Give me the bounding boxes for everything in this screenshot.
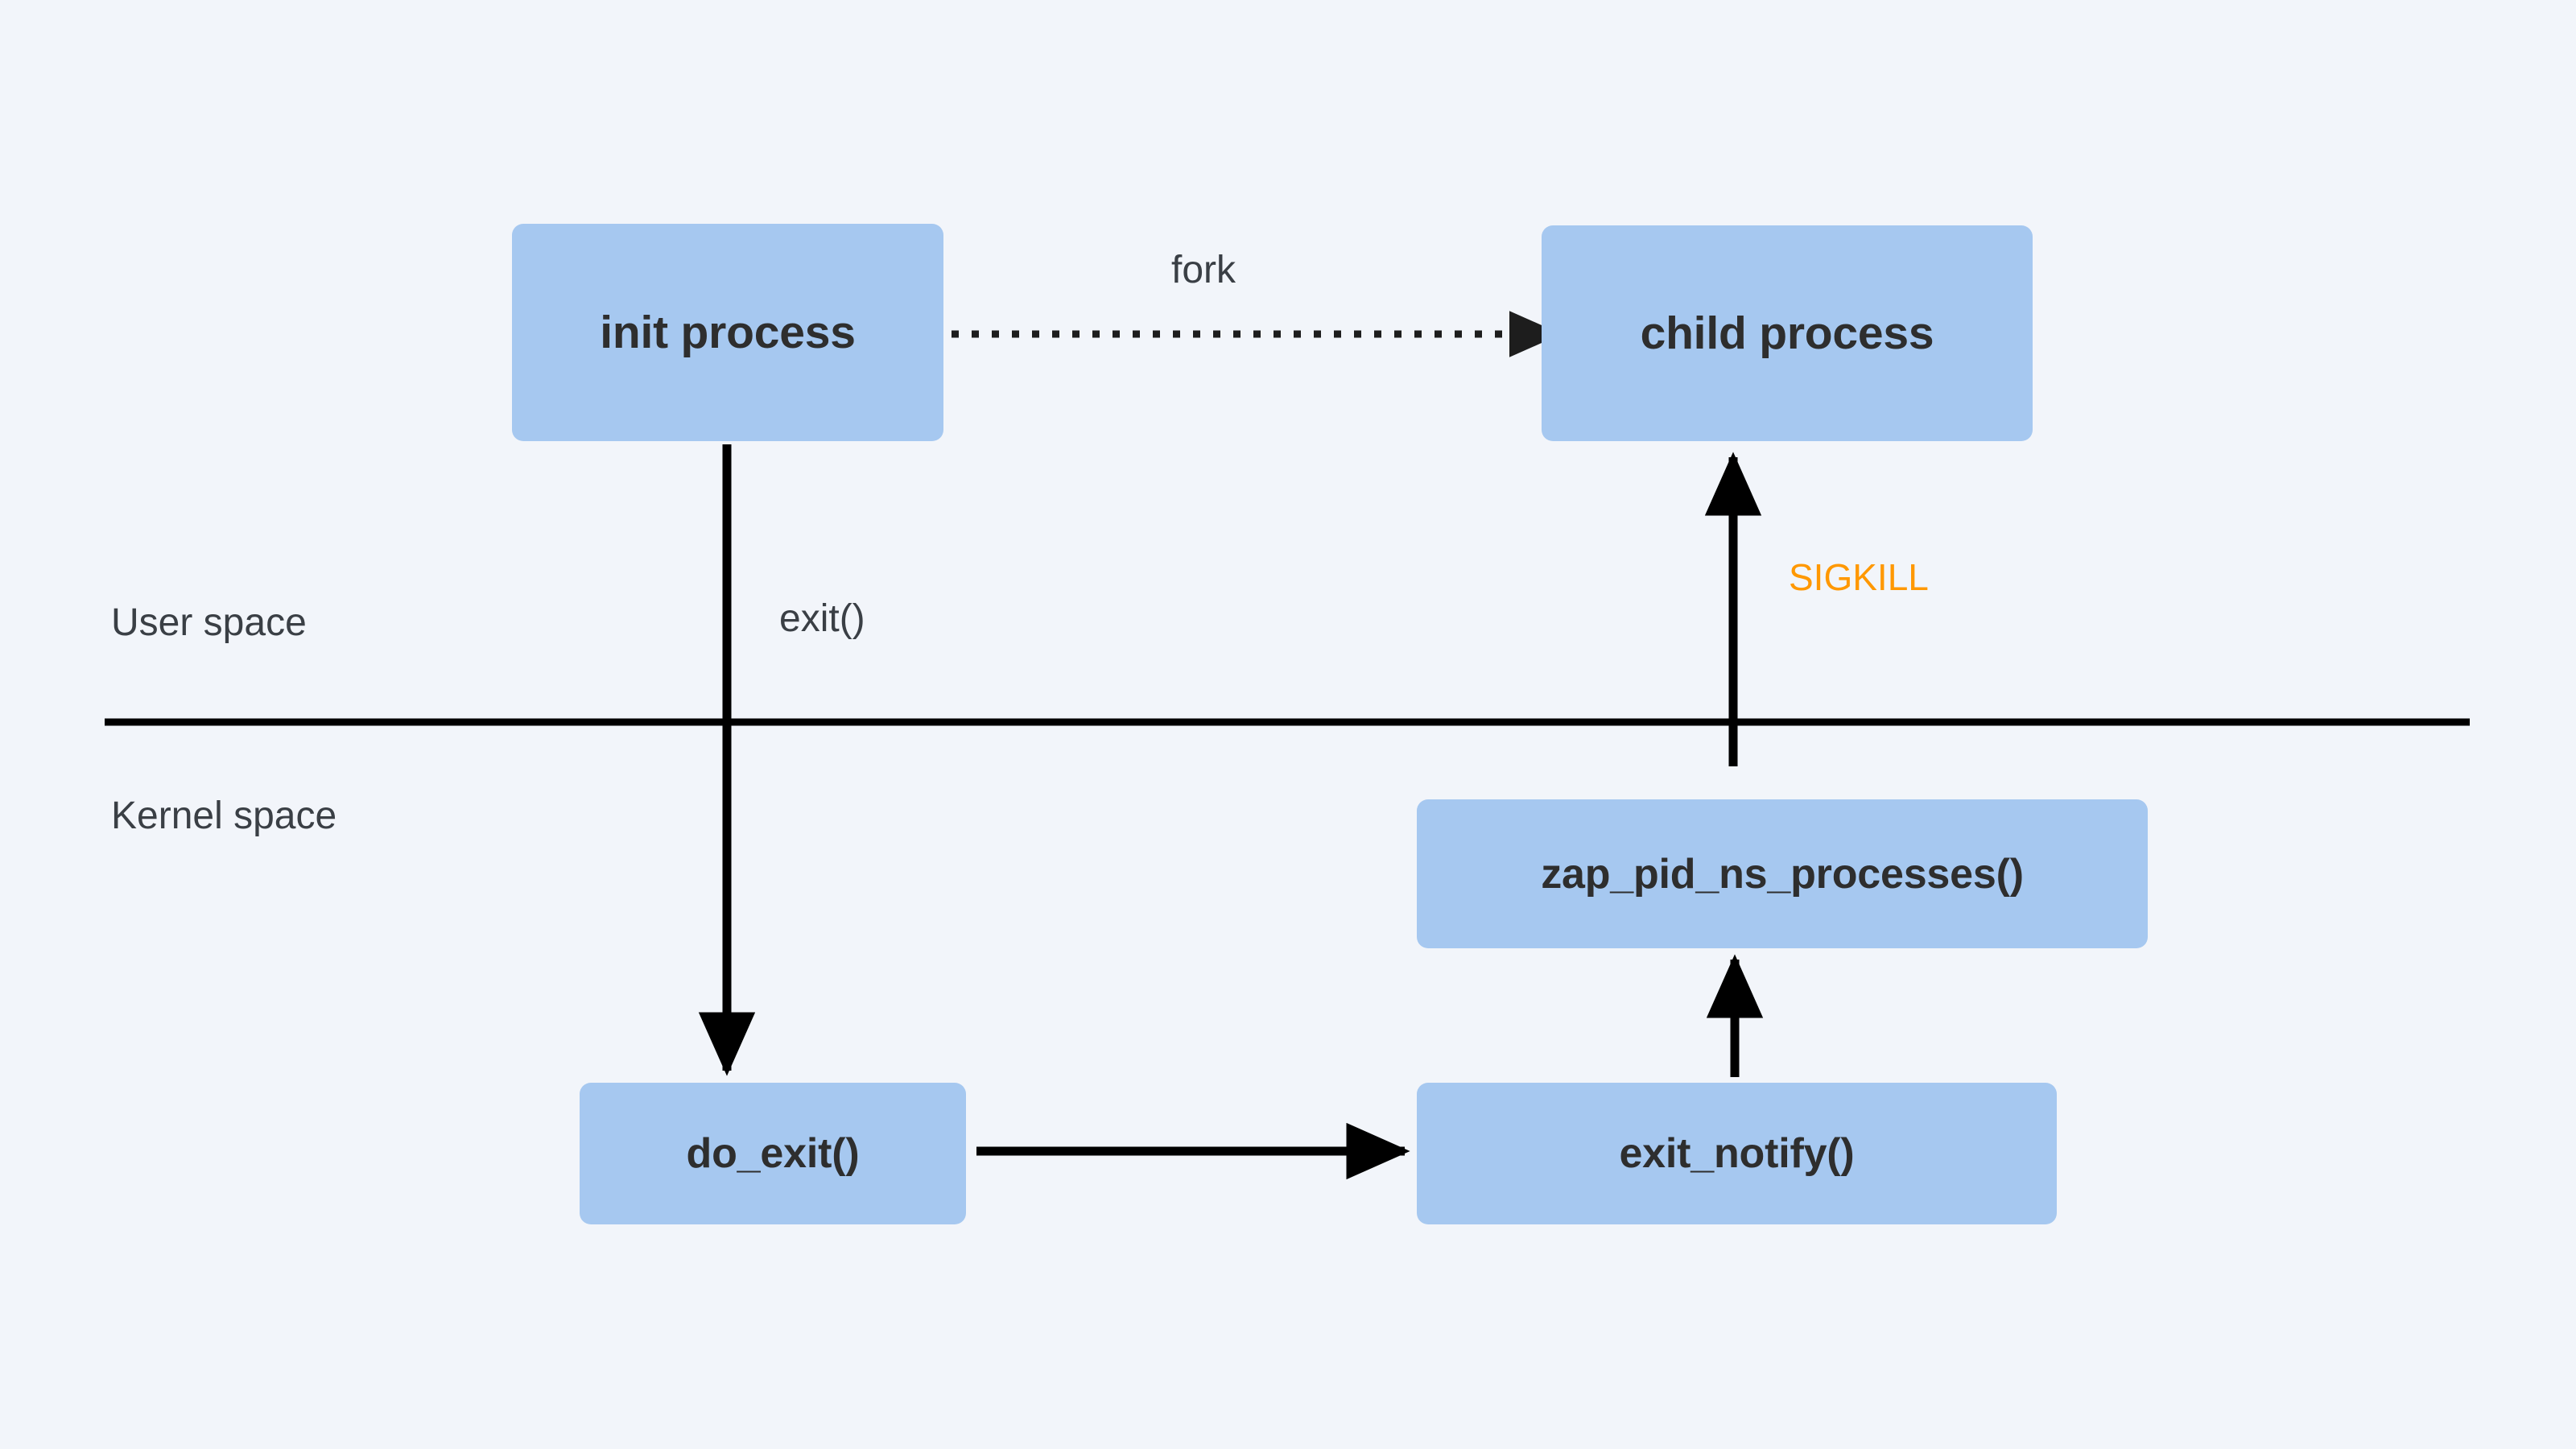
edge-label-exit: exit(): [779, 597, 865, 640]
edge-label-sigkill: SIGKILL: [1789, 556, 1929, 598]
region-label-kernel-space: Kernel space: [111, 795, 337, 837]
node-exit-notify[interactable]: exit_notify(): [1417, 1083, 2057, 1224]
node-init-process[interactable]: init process: [512, 224, 943, 441]
node-do-exit[interactable]: do_exit(): [580, 1083, 966, 1224]
region-label-user-space: User space: [111, 601, 307, 644]
node-child-process[interactable]: child process: [1542, 225, 2033, 441]
edge-label-fork: fork: [1171, 249, 1236, 291]
node-zap-pid-ns-processes[interactable]: zap_pid_ns_processes(): [1417, 799, 2148, 948]
